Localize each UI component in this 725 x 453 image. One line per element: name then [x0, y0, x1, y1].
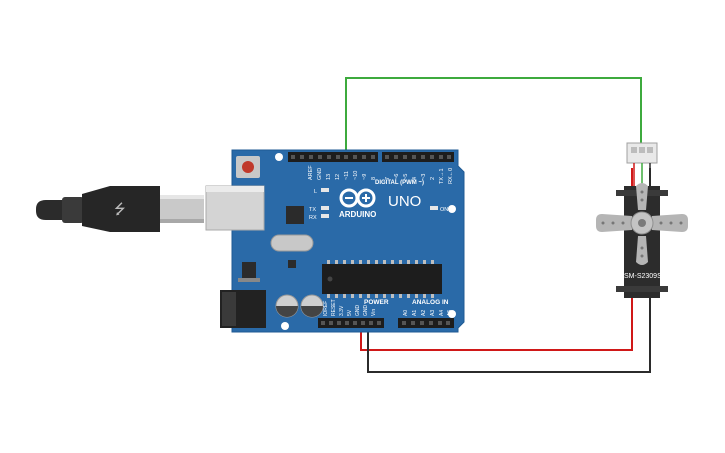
atmega-chip [322, 260, 442, 298]
digital-label: DIGITAL (PWM ~) [375, 180, 424, 186]
pin-label-10: ~10 [353, 171, 359, 180]
capacitor-2 [300, 294, 324, 318]
led-on [430, 206, 438, 210]
led-tx [321, 206, 329, 210]
pin-label-reset: RESET [331, 299, 337, 316]
servo-horn[interactable] [596, 183, 688, 265]
power-label: POWER [364, 299, 389, 306]
led-rx [321, 214, 329, 218]
usb-symbol-icon: ⭍ [114, 202, 126, 218]
power-header[interactable] [318, 318, 384, 328]
small-component [288, 260, 296, 268]
pin-label-gnd-2: GND [363, 305, 369, 317]
usb-plug-metal [160, 195, 204, 223]
servo-motor[interactable]: SM-S2309S [596, 142, 688, 298]
mounting-hole [448, 310, 456, 318]
pin-label-a5: A5 [447, 310, 453, 316]
crystal-oscillator [270, 234, 314, 252]
pin-label-12: 12 [335, 174, 341, 180]
led-label-on: ON [440, 207, 448, 213]
pin-label-11: ~11 [344, 171, 350, 180]
mounting-hole [281, 322, 289, 330]
digital-pin-labels: AREF GND 13 12 ~11 ~10 ~9 8 7 ~6 ~5 4 ~3… [308, 165, 454, 184]
pin-label-ioref: IOREF [323, 301, 329, 316]
usb-b-port [205, 185, 265, 231]
pin-label-9: ~9 [362, 174, 368, 180]
usb-strain-relief [62, 197, 84, 223]
pin-label-gnd-1: GND [355, 305, 361, 317]
pin-label-5v: 5V [347, 309, 353, 316]
pin-label-8: 8 [371, 177, 377, 180]
usb-cable[interactable]: ⭍ [36, 186, 204, 232]
led-label-rx: RX [309, 215, 317, 221]
pin-label-tx1: TX→1 [439, 168, 445, 184]
pin-label-4: 4 [412, 177, 418, 180]
led-label-tx: TX [309, 207, 316, 213]
usb-cable-tail [36, 200, 64, 220]
analog-label: ANALOG IN [412, 299, 449, 306]
servo-model-label: SM-S2309S [624, 273, 662, 280]
pin-label-5: ~5 [403, 174, 409, 180]
analog-header[interactable] [398, 318, 454, 328]
mounting-hole [448, 205, 456, 213]
led-label-l: L [314, 189, 317, 195]
mounting-hole [275, 153, 283, 161]
usb-chip [286, 206, 304, 224]
pin-label-vin: Vin [371, 309, 377, 316]
pin-label-6: ~6 [394, 174, 400, 180]
pin-label-gnd: GND [317, 168, 323, 180]
usb-plug-body [82, 186, 160, 232]
power-pin-labels: IOREF RESET 3.3V 5V GND GND Vin A0 A1 A2… [323, 299, 453, 316]
capacitor-1 [275, 294, 299, 318]
voltage-regulator [242, 262, 256, 278]
digital-header[interactable] [288, 152, 454, 162]
pin-label-rx0: RX←0 [448, 168, 454, 184]
pin-label-3v3: 3.3V [339, 305, 345, 316]
pin-label-2: 2 [430, 177, 436, 180]
model-label: UNO [388, 193, 421, 210]
status-leds: L TX RX ON [309, 188, 448, 221]
pin-label-a4: A4 [439, 310, 445, 316]
led-l [321, 188, 329, 192]
arduino-uno-board[interactable]: AREF GND 13 12 ~11 ~10 ~9 8 7 ~6 ~5 4 ~3… [205, 149, 465, 333]
pin-label-7: 7 [385, 177, 391, 180]
pin-label-a3: A3 [430, 310, 436, 316]
pin-label-a1: A1 [412, 310, 418, 316]
pin-label-a0: A0 [403, 310, 409, 316]
arduino-logo-icon [339, 188, 376, 208]
pin-label-aref: AREF [308, 165, 314, 180]
pin-label-a2: A2 [421, 310, 427, 316]
pin-label-3: ~3 [421, 174, 427, 180]
pin-label-13: 13 [326, 174, 332, 180]
brand-label: ARDUINO [339, 210, 376, 219]
signal-wire[interactable] [345, 77, 642, 158]
